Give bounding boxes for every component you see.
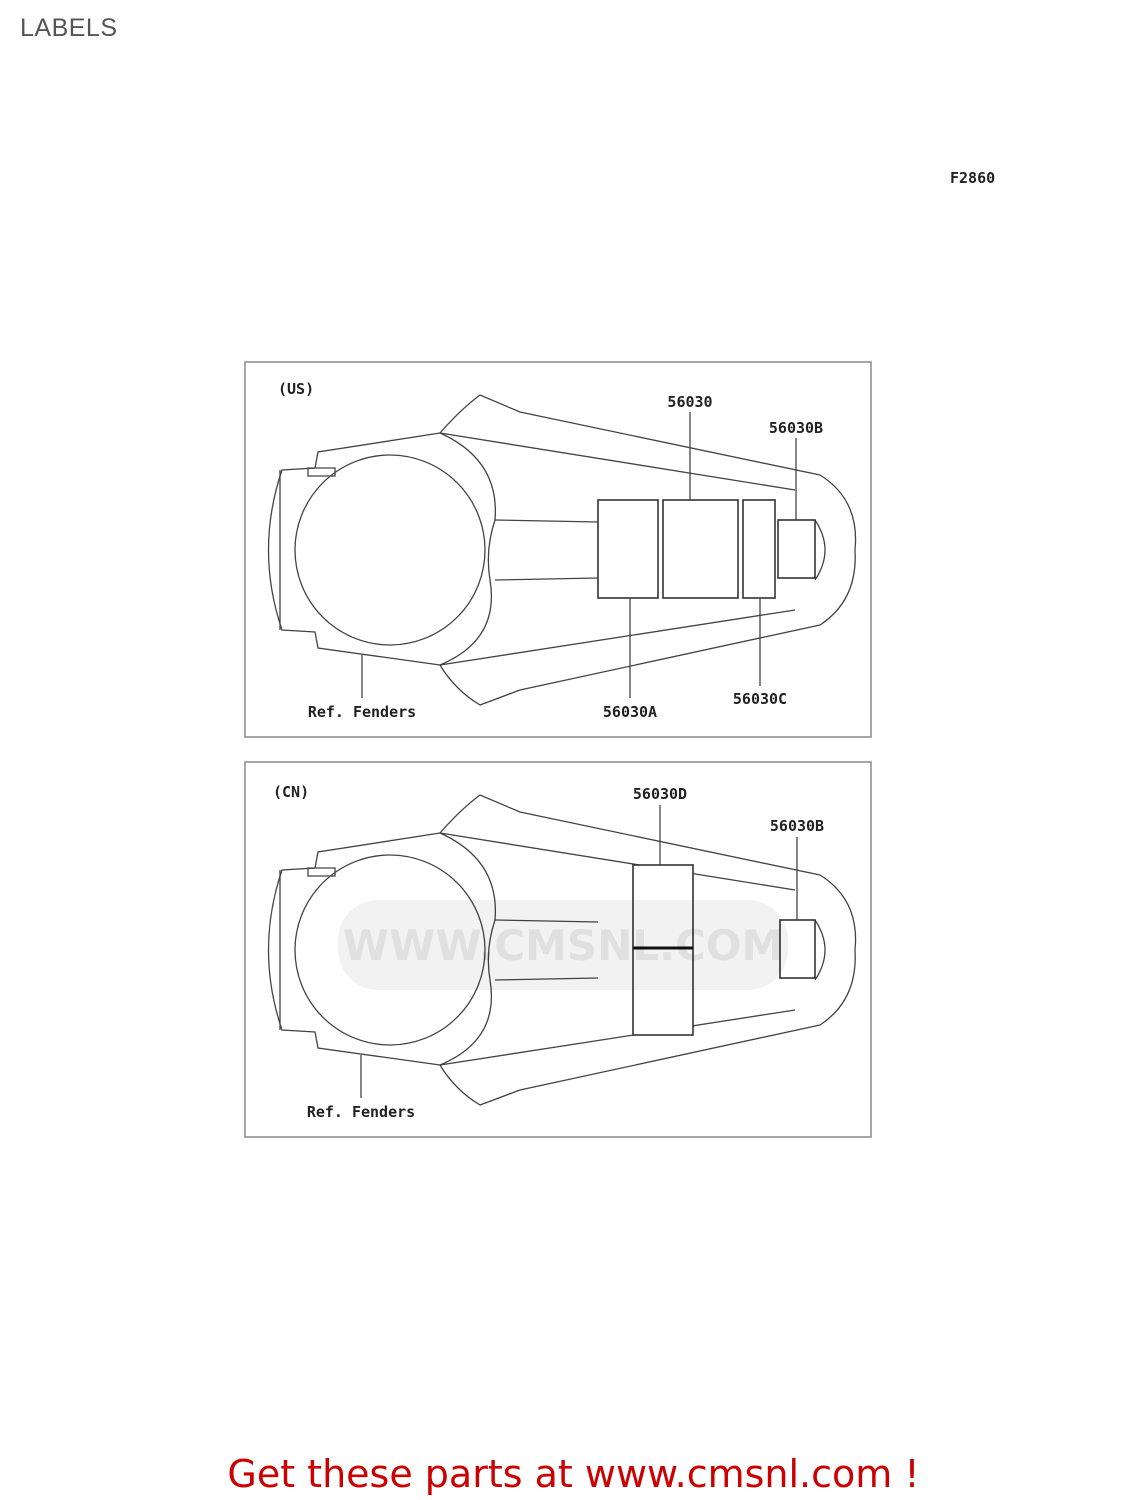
ref-fenders-label: Ref. Fenders — [307, 1103, 415, 1121]
label-56030D — [632, 864, 694, 1036]
part-number: 56030A — [603, 703, 657, 721]
ref-fenders-label: Ref. Fenders — [308, 703, 416, 721]
label-56030B — [777, 519, 816, 579]
footer-link[interactable]: Get these parts at www.cmsnl.com ! — [227, 1452, 920, 1496]
panel-us: (US) 56030 56030B 56030A 56030C Ref. Fen… — [244, 361, 872, 738]
label-56030C — [742, 499, 776, 599]
page-title: LABELS — [20, 14, 118, 42]
label-56030 — [662, 499, 739, 599]
region-label: (CN) — [273, 783, 309, 801]
part-number: 56030 — [667, 393, 712, 411]
panel-frame — [244, 761, 872, 1138]
panel-cn: (CN) 56030D 56030B Ref. Fenders — [244, 761, 872, 1138]
figure-code: F2860 — [950, 169, 995, 187]
label-56030A — [597, 499, 659, 599]
part-number: 56030B — [770, 817, 824, 835]
part-number: 56030B — [769, 419, 823, 437]
watermark-logo: WWW.CMSNL.COM — [338, 900, 788, 990]
panel-frame — [244, 361, 872, 738]
region-label: (US) — [278, 380, 314, 398]
part-number: 56030D — [633, 785, 687, 803]
watermark-text: WWW.CMSNL.COM — [343, 921, 784, 970]
part-number: 56030C — [733, 690, 787, 708]
